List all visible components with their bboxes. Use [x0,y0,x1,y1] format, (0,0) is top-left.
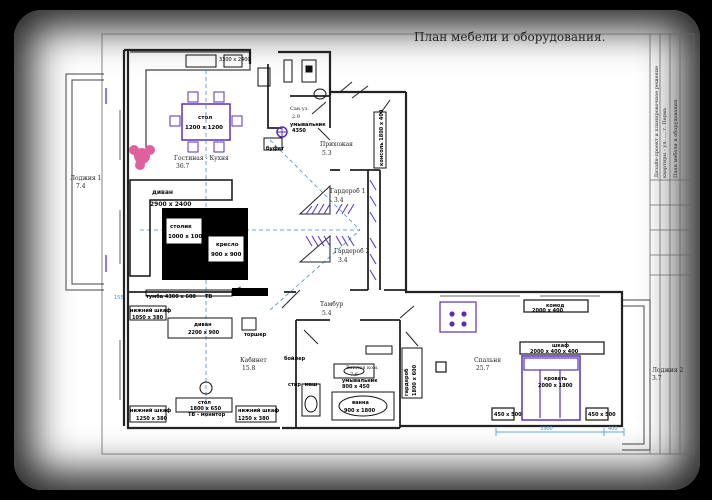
bedroom-cabinet2-label: шкаф [552,342,569,349]
lower-cabinet2-size: 1250 x 380 [136,416,168,422]
office-name: Кабинет [240,357,267,364]
sofa2-label: диван [194,322,212,328]
office-area: 15.8 [242,365,256,372]
living-name: Гостиная - Кухня [174,155,229,162]
office-furniture [129,305,277,423]
bedroom-area: 25.7 [476,365,490,372]
bottom-dimension [495,428,625,436]
sofa1-size: 2900 x 2400 [150,201,191,208]
desk-label: стол [198,400,211,406]
bath2-basin-size: 800 x 450 [342,384,370,390]
wardrobe1-name: Гардероб 1 [330,188,365,195]
bedroom-cabinet-size: 2000 x 400 [532,308,564,314]
windows [119,110,600,400]
hall-area: 5.3 [322,150,332,157]
wardrobe-side-label: гардероб [403,368,410,396]
bed-label: кровать [544,376,567,382]
tv-label: ТВ [205,294,212,300]
ottoman-label: торшер [244,332,267,338]
dining-table-size: 1200 x 1200 [185,125,223,131]
hall-name: Прихожая [320,141,353,148]
sofa-1: диван 2900 x 2400 [129,179,233,277]
loggia-2 [622,299,651,451]
wardrobe2-area: 3.4 [338,257,348,264]
desk-tv-label: ТВ - монитор [188,412,226,418]
bed-size: 2000 x 1800 [538,383,573,389]
lounge-block: столик 1000 x 1000 кресло 900 x 900 [162,208,248,280]
bath1-name: Сан.уз. [290,106,309,112]
boiler-label: бойлер [284,355,305,362]
interior-walls [128,64,406,428]
bathtub-size: 900 x 1800 [344,408,376,414]
lower-cabinet-label: нижний шкаф [130,307,171,314]
bedroom-name: Спальня [474,357,501,364]
bath1-area: 2.9 [292,114,300,120]
living-area: 36.7 [176,163,190,170]
fireplace-label: биокамин [238,286,267,293]
lower-cabinet3-size: 1250 x 380 [238,416,270,422]
loggia2-name: Лоджия 2 [652,367,684,374]
door-swings [281,81,419,347]
wardrobe-side-size: 1800 x 600 [412,364,418,396]
nightstand2-size: 450 x 500 [588,412,616,418]
loggia1-name: Лоджия 1 [70,175,101,182]
page-title: План мебели и оборудования. [414,30,605,44]
armchair-label: кресло [216,242,239,248]
wardrobes [298,179,377,281]
bath2-name: Ванная ком. [346,365,379,371]
nightstand1-size: 450 x 500 [494,412,522,418]
bathroom-1 [263,59,327,151]
dim-bottom: 3300 [540,426,553,432]
lower-cabinet3-label: нижний шкаф [238,407,279,414]
dim-bottom2: 400 [608,426,618,432]
coffee-table-size: 1000 x 1000 [168,234,206,240]
lower-cabinet-size: 1050 x 380 [132,315,164,321]
plant-icon [129,145,155,170]
tv-stand: тумба 4300 x 600 ТВ биокамин [145,286,268,300]
bedroom-furniture [435,299,609,421]
coffee-table-label: столик [170,224,192,230]
bedroom-cabinet-label: комод [546,303,564,309]
tv-stand-label: тумба 4300 x 600 [146,293,196,300]
title-stamp: Дизайн-проект и планировочное решение кв… [654,66,679,178]
kitchen-size: 3300 x 2400 [219,57,251,63]
loggia1-area: 7.4 [76,183,86,190]
stamp-line1: Дизайн-проект и планировочное решение [654,66,660,178]
bath2-area: 7.6 [350,372,358,378]
desk-size: 1800 x 650 [190,406,222,412]
lower-cabinet2-label: нижний шкаф [130,407,171,414]
dim-side: 155 [114,295,124,301]
bath2-basin-label: умывальник [342,378,378,384]
sofa2-size: 2200 x 900 [188,330,220,336]
washbasin-size: 4350 [292,128,306,134]
wardrobe2-name: Гардероб 2 [334,248,370,255]
dining-table-label: стол [198,115,212,121]
stamp-line2: квартиры - ул. ..., г. Пермь [662,107,668,178]
armchair-size: 900 x 900 [211,252,242,258]
loggia-1 [65,73,107,291]
washing-label: стир. маш [288,382,317,388]
wardrobe1-area: 3.4 [334,197,344,204]
tambour-area: 5.4 [322,310,332,317]
bedroom-cabinet2-size: 2000 x 400 x 400 [530,349,579,355]
washbasin-label: умывальник [290,122,326,128]
buffet-label: буфет [266,145,284,152]
bathroom-2-fixtures [301,345,423,421]
console-label: консоль 1800 x 400 [379,109,385,166]
loggia2-area: 3.7 [652,375,662,382]
bathtub-label: ванна [352,400,369,406]
tambour-name: Тамбур [320,301,343,308]
sofa1-label: диван [152,189,173,196]
stamp-line3: План мебели и оборудования [672,100,679,178]
